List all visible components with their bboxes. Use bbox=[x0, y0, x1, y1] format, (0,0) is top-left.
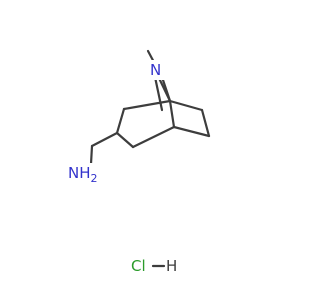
bond-layer bbox=[89, 49, 211, 268]
bond-c3-c4 bbox=[115, 131, 135, 149]
amine-label: NH2 bbox=[68, 164, 98, 185]
bond-n-c2 bbox=[153, 75, 164, 112]
bond-c5-c1 bbox=[168, 99, 176, 129]
bond-c2-c3 bbox=[115, 107, 126, 135]
ring-nitrogen-label: N bbox=[150, 61, 161, 79]
bond-ch2-nh2 bbox=[89, 144, 94, 166]
bond-c4-c5 bbox=[131, 125, 176, 149]
hydrogen-label: H bbox=[166, 257, 177, 275]
amine-nh-text: NH bbox=[68, 164, 91, 182]
bond-c1-c2 bbox=[122, 99, 172, 111]
bond-c3-ch2 bbox=[90, 131, 119, 148]
bond-c1-c7 bbox=[168, 99, 204, 112]
amine-subscript: 2 bbox=[91, 172, 98, 185]
nh2-label-mask bbox=[66, 163, 106, 185]
n-label-mask bbox=[147, 60, 165, 80]
bond-c6-c5 bbox=[172, 125, 211, 138]
chlorine-label: Cl bbox=[131, 257, 146, 275]
structure-diagram: N NH2 Cl H bbox=[66, 49, 211, 275]
bond-c7-c6 bbox=[200, 108, 211, 138]
